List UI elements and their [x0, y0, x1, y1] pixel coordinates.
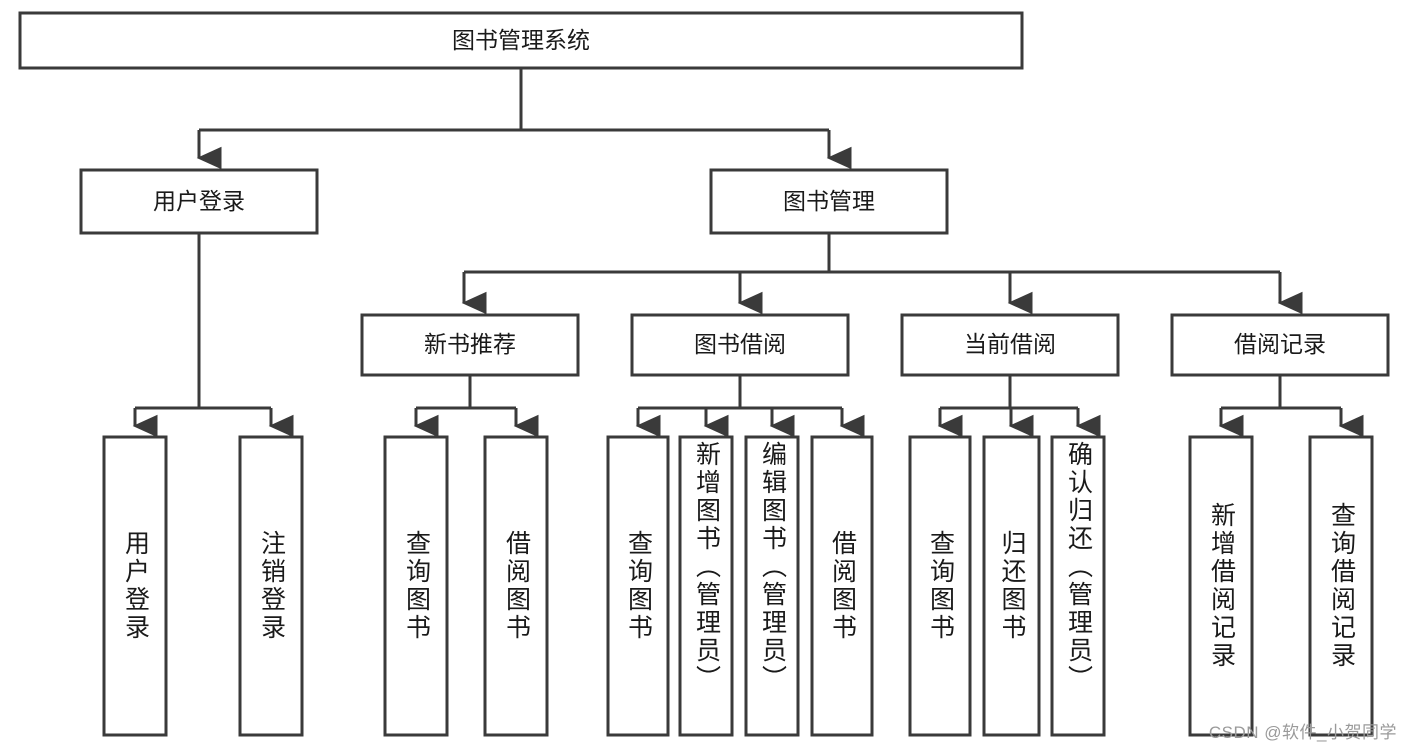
watermark-text: CSDN @软件_小贺同学: [1208, 723, 1397, 742]
connector-book-manage-to-level3: [461, 233, 1303, 315]
leaf-box-confirm-return[interactable]: [1050, 435, 1106, 737]
leaf-boxes: [102, 435, 1374, 737]
leaf-box-borrow-book-1[interactable]: [483, 435, 549, 737]
node-book-borrow-label: 图书借阅: [694, 331, 786, 357]
leaf-box-add-borrow-record[interactable]: [1188, 435, 1254, 737]
connector-user-login-to-leaves: [132, 233, 294, 438]
connector-borrow-record-to-leaves: [1218, 375, 1364, 438]
node-new-book-recommend[interactable]: 新书推荐: [360, 313, 580, 377]
node-root-label: 图书管理系统: [452, 27, 590, 53]
node-current-borrow-label: 当前借阅: [964, 331, 1056, 357]
leaf-box-edit-book-admin[interactable]: [744, 435, 800, 737]
connector-root-to-level2: [196, 68, 852, 170]
node-book-manage[interactable]: 图书管理: [709, 168, 949, 235]
leaf-box-add-book-admin[interactable]: [678, 435, 734, 737]
node-book-borrow[interactable]: 图书借阅: [630, 313, 850, 377]
node-current-borrow[interactable]: 当前借阅: [900, 313, 1120, 377]
node-root[interactable]: 图书管理系统: [18, 11, 1024, 70]
node-borrow-record[interactable]: 借阅记录: [1170, 313, 1390, 377]
leaf-box-query-borrow-record[interactable]: [1308, 435, 1374, 737]
connector-new-book-recommend-to-leaves: [413, 375, 539, 438]
node-new-book-recommend-label: 新书推荐: [424, 331, 516, 357]
leaf-box-user-login[interactable]: [102, 435, 168, 737]
leaf-box-user-logout[interactable]: [238, 435, 304, 737]
connector-current-borrow-to-leaves: [937, 375, 1101, 438]
leaf-box-return-book[interactable]: [982, 435, 1041, 737]
connector-book-borrow-to-leaves: [635, 375, 865, 438]
node-user-login[interactable]: 用户登录: [79, 168, 319, 235]
leaf-box-query-book-1[interactable]: [383, 435, 449, 737]
leaf-box-query-book-2[interactable]: [606, 435, 670, 737]
node-borrow-record-label: 借阅记录: [1234, 331, 1326, 357]
leaf-box-borrow-book-2[interactable]: [810, 435, 874, 737]
leaf-box-query-book-3[interactable]: [908, 435, 972, 737]
node-book-manage-label: 图书管理: [783, 188, 875, 214]
node-user-login-label: 用户登录: [153, 188, 245, 214]
